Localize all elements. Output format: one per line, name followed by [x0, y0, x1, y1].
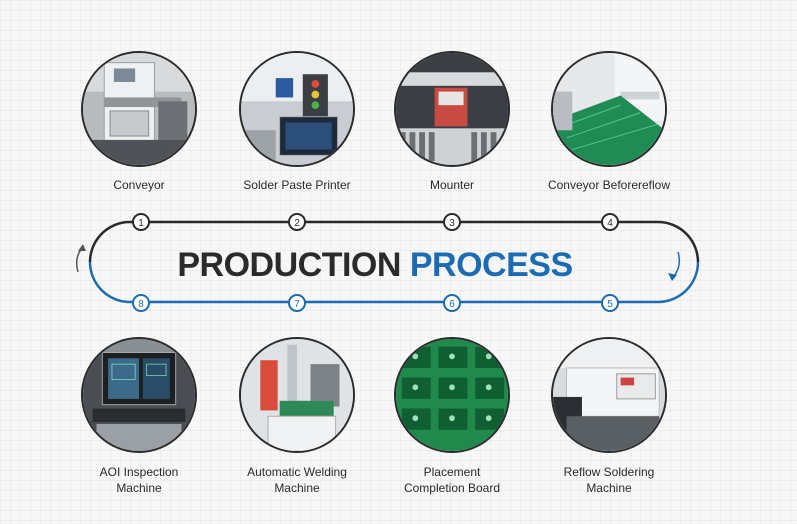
- step-7-label: Automatic Welding Machine: [212, 464, 382, 496]
- step-marker-8: 8: [132, 294, 150, 312]
- step-1-label: Conveyor: [113, 178, 165, 192]
- title-main: PRODUCTION: [177, 246, 401, 284]
- svg-text:8: 8: [138, 299, 144, 310]
- step-marker-2: 2: [288, 213, 306, 231]
- aoi-inspection-machine-photo: [81, 337, 197, 453]
- step-marker-6: 6: [443, 294, 461, 312]
- svg-text:3: 3: [449, 218, 455, 229]
- svg-text:5: 5: [607, 299, 613, 310]
- right-down-arrowhead: [668, 273, 677, 281]
- step-marker-7: 7: [288, 294, 306, 312]
- step-5-label: Reflow Soldering Machine: [524, 464, 694, 496]
- step-marker-1: 1: [132, 213, 150, 231]
- step-5-label-line2: Machine: [586, 481, 632, 495]
- svg-text:1: 1: [138, 218, 144, 229]
- title-accent: PROCESS: [409, 246, 573, 284]
- page-title: PRODUCTION PROCESS: [120, 246, 630, 285]
- conveyor-before-reflow-photo: [551, 51, 667, 167]
- automatic-welding-machine-photo: [239, 337, 355, 453]
- conveyor-photo: [81, 51, 197, 167]
- step-marker-5: 5: [601, 294, 619, 312]
- step-7-label-line2: Machine: [274, 481, 320, 495]
- step-8-label-line2: Machine: [116, 481, 162, 495]
- step-4-label: Conveyor Beforereflow: [547, 178, 671, 192]
- mounter-photo: [394, 51, 510, 167]
- step-6-label-line2: Completion Board: [403, 481, 501, 495]
- step-6-label: Placement Completion Board: [367, 464, 537, 496]
- step-marker-3: 3: [443, 213, 461, 231]
- step-5-label-line1: Reflow Soldering: [563, 465, 655, 479]
- step-8-label: AOI Inspection Machine: [54, 464, 224, 496]
- svg-text:2: 2: [294, 218, 300, 229]
- step-3-label: Mounter: [429, 178, 475, 192]
- solder-paste-printer-photo: [239, 51, 355, 167]
- svg-text:6: 6: [449, 299, 455, 310]
- placement-completion-board-photo: [394, 337, 510, 453]
- step-7-label-line1: Automatic Welding: [247, 465, 347, 479]
- right-down-arrow: [673, 251, 681, 277]
- step-2-label: Solder Paste Printer: [243, 178, 351, 192]
- step-marker-4: 4: [601, 213, 619, 231]
- left-up-arrowhead: [78, 244, 86, 251]
- svg-text:4: 4: [607, 218, 613, 229]
- left-up-arrow: [75, 247, 83, 273]
- svg-text:7: 7: [294, 299, 300, 310]
- reflow-soldering-machine-photo: [551, 337, 667, 453]
- step-6-label-line1: Placement: [423, 465, 481, 479]
- step-8-label-line1: AOI Inspection: [99, 465, 179, 479]
